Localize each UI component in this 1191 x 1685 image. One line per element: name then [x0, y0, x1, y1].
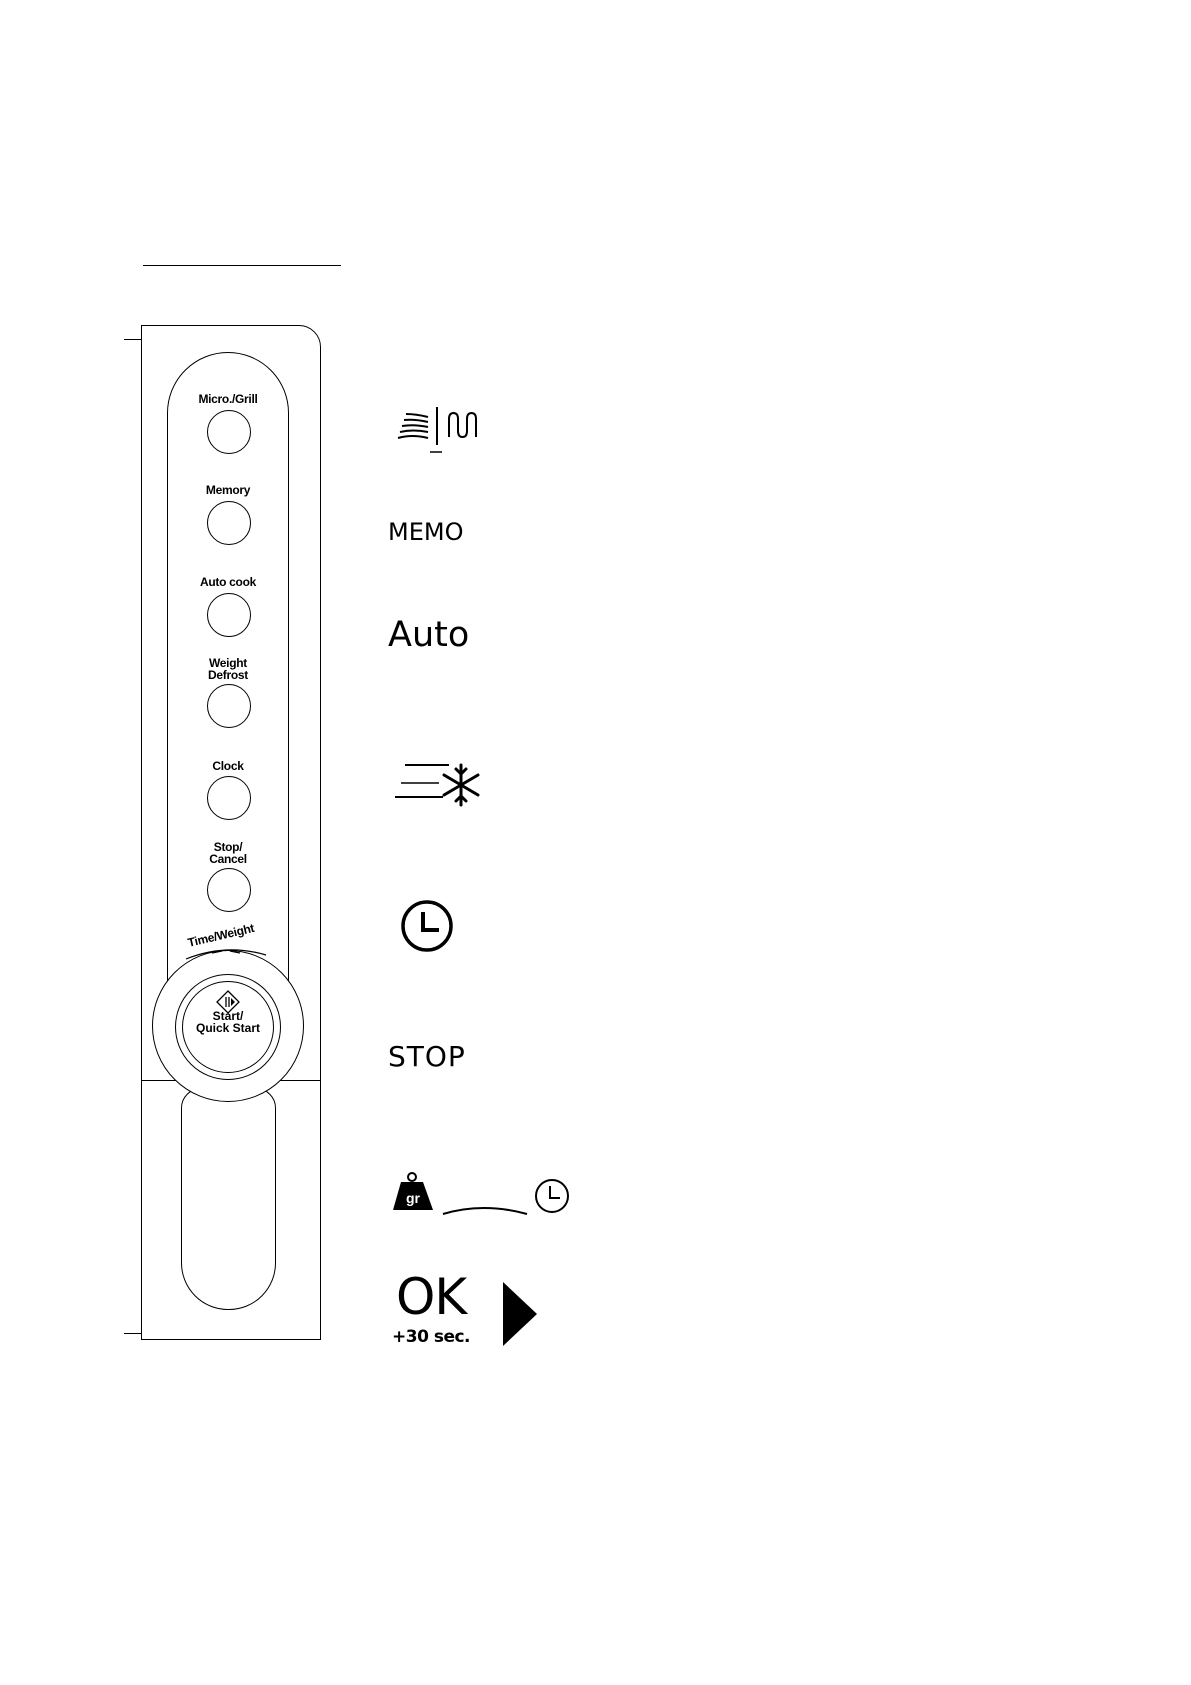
stop-symbol: STOP: [388, 1040, 466, 1073]
microwave-grill-icon: [396, 405, 484, 455]
clock-icon: [399, 898, 455, 954]
auto-symbol: Auto: [388, 615, 469, 655]
memo-symbol: MEMO: [388, 518, 463, 546]
clock-small-icon: [533, 1177, 571, 1215]
auto-cook-button[interactable]: [207, 593, 251, 637]
memory-button[interactable]: [207, 501, 251, 545]
weight-defrost-label: Weight Defrost: [178, 657, 278, 681]
dial-arc-marks: [182, 945, 270, 961]
ok-plus-30-sec: +30 sec.: [392, 1327, 470, 1347]
micro-grill-label: Micro./Grill: [178, 393, 278, 405]
clock-button[interactable]: [207, 776, 251, 820]
snowflake-icon: [393, 757, 487, 811]
auto-cook-label: Auto cook: [178, 576, 278, 588]
stop-cancel-button[interactable]: [207, 868, 251, 912]
lower-recess: [181, 1088, 276, 1310]
micro-grill-button[interactable]: [207, 410, 251, 454]
stop-cancel-label: Stop/ Cancel: [178, 841, 278, 865]
ok-text: OK: [396, 1272, 466, 1322]
heading-rule: [143, 265, 341, 266]
weight-defrost-button[interactable]: [207, 684, 251, 728]
start-label: Start/ Quick Start: [178, 1010, 278, 1034]
memory-label: Memory: [178, 484, 278, 496]
weight-gr-text: gr: [406, 1190, 421, 1206]
dimension-tick-bottom: [124, 1333, 142, 1334]
clock-label: Clock: [178, 760, 278, 772]
dimension-tick-top: [124, 339, 142, 340]
play-triangle-icon: [501, 1280, 541, 1348]
